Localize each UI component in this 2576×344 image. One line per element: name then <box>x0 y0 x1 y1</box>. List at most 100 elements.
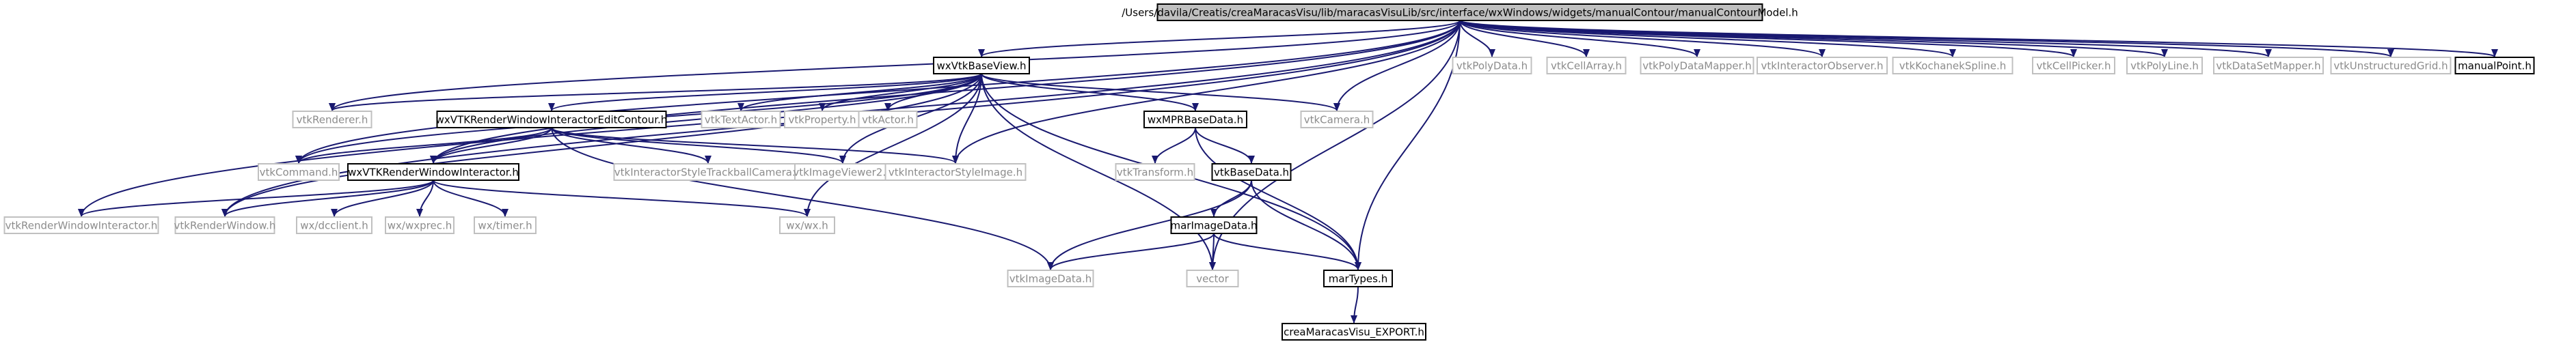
node-label-vtkCellPicker: vtkCellPicker.h <box>2036 60 2111 72</box>
node-label-vtkProperty: vtkProperty.h <box>788 114 856 126</box>
node-label-wxtimer: wx/timer.h <box>478 220 532 232</box>
node-vtkBaseData[interactable]: vtkBaseData.h <box>1211 163 1292 181</box>
node-box-marTypes <box>1323 270 1393 287</box>
node-vtkPolyData: vtkPolyData.h <box>1452 57 1532 74</box>
node-vtkTransform: vtkTransform.h <box>1115 163 1195 181</box>
node-box-manualPoint <box>2454 57 2535 74</box>
node-vtkCellArray: vtkCellArray.h <box>1546 57 1627 74</box>
node-label-vtkKochanekSpline: vtkKochanekSpline.h <box>1899 60 2006 72</box>
node-label-root: /Users/davila/Creatis/creaMaracasVisu/li… <box>1122 7 1798 19</box>
node-box-wxdcclient <box>296 216 372 234</box>
edge-wxVTKRWI-to-vtkRenderWindowInteractor <box>78 180 434 217</box>
node-vtkImageViewer2: vtkImageViewer2.h <box>793 163 893 181</box>
node-box-vtkKochanekSpline <box>1892 57 2014 74</box>
edge-wxVtkBaseView-to-vector <box>981 73 1216 270</box>
node-box-wxtimer <box>474 216 537 234</box>
node-label-vtkTransform: vtkTransform.h <box>1117 167 1193 179</box>
node-box-vtkInteractorStyleImage <box>884 163 1027 181</box>
node-label-vtkUnstructuredGrid: vtkUnstructuredGrid.h <box>2333 60 2448 72</box>
node-wxVtkBaseView[interactable]: wxVtkBaseView.h <box>933 57 1030 74</box>
node-label-vtkRenderWindowInteractor: vtkRenderWindowInteractor.h <box>5 220 158 232</box>
node-creaExport[interactable]: creaMaracasVisu_EXPORT.h <box>1282 323 1426 341</box>
node-label-vtkImageViewer2: vtkImageViewer2.h <box>793 167 892 179</box>
node-vtkTextActor: vtkTextActor.h <box>701 111 781 128</box>
node-vtkPolyLine: vtkPolyLine.h <box>2126 57 2203 74</box>
node-vtkRenderer: vtkRenderer.h <box>292 111 372 128</box>
node-box-root <box>1156 3 1763 21</box>
node-box-wxVTKRWIEditContour <box>436 111 667 128</box>
node-label-vtkPolyDataMapper: vtkPolyDataMapper.h <box>1642 60 1751 72</box>
node-label-vtkCommand: vtkCommand.h <box>260 167 338 179</box>
node-marImageData[interactable]: marImageData.h <box>1170 216 1258 234</box>
node-box-vtkRenderWindow <box>174 216 275 234</box>
node-box-marImageData <box>1170 216 1258 234</box>
edge-wxVTKRWI-to-wxdcclient <box>331 180 434 217</box>
edge-wxVTKRWI-to-wxwxprec <box>416 180 434 217</box>
node-box-vtkCellPicker <box>2032 57 2115 74</box>
node-label-marImageData: marImageData.h <box>1170 220 1257 232</box>
node-label-vtkPolyData: vtkPolyData.h <box>1456 60 1528 72</box>
node-vtkInteractorStyleImage: vtkInteractorStyleImage.h <box>884 163 1027 181</box>
node-label-manualPoint: manualPoint.h <box>2458 60 2532 72</box>
node-vtkRenderWindowInteractor: vtkRenderWindowInteractor.h <box>3 216 159 234</box>
edge-wxVTKRWIEditContour-to-vtkCommand <box>295 127 552 164</box>
edge-wxVTKRWI-to-wxtimer <box>433 180 509 217</box>
edge-root-to-vtkCamera <box>1333 20 1461 111</box>
node-box-wxVtkBaseView <box>933 57 1030 74</box>
edge-root-to-manualPoint <box>1459 20 2498 57</box>
node-box-wxwxprec <box>385 216 455 234</box>
node-box-vtkTextActor <box>701 111 781 128</box>
edge-root-to-vtkInteractorObserver <box>1459 20 1826 57</box>
edge-wxVTKRWI-to-wxwx <box>433 180 811 217</box>
edge-wxVTKRWIEditContour-to-vtkInteractorStyleTrackballCamera <box>551 127 711 164</box>
edge-vtkBaseData-to-marTypes <box>1251 180 1361 270</box>
edge-wxVtkBaseView-to-vtkProperty <box>819 73 982 111</box>
edge-root-to-vtkRenderer <box>329 20 1461 111</box>
edge-marImageData-to-vector <box>1209 233 1217 270</box>
node-wxwxprec: wx/wxprec.h <box>385 216 455 234</box>
edge-wxVtkBaseView-to-vtkInteractorStyleImage <box>952 73 982 164</box>
node-vtkCommand: vtkCommand.h <box>258 163 340 181</box>
node-box-vtkCommand <box>258 163 340 181</box>
edge-marImageData-to-marTypes <box>1213 233 1361 270</box>
edge-wxVTKRWIEditContour-to-vtkImageData <box>551 127 1054 270</box>
node-label-vtkRenderWindow: vtkRenderWindow.h <box>174 220 276 232</box>
node-wxtimer: wx/timer.h <box>474 216 537 234</box>
node-label-wxVtkBaseView: wxVtkBaseView.h <box>937 60 1027 72</box>
node-box-vector <box>1186 270 1239 287</box>
node-box-vtkProperty <box>784 111 860 128</box>
node-wxMPRBaseData[interactable]: wxMPRBaseData.h <box>1143 111 1247 128</box>
node-label-wxwxprec: wx/wxprec.h <box>388 220 452 232</box>
node-manualPoint[interactable]: manualPoint.h <box>2454 57 2535 74</box>
node-box-creaExport <box>1282 323 1426 341</box>
node-label-vtkPolyLine: vtkPolyLine.h <box>2130 60 2199 72</box>
node-label-marTypes: marTypes.h <box>1329 273 1388 285</box>
node-label-vtkCellArray: vtkCellArray.h <box>1551 60 1622 72</box>
node-vtkActor: vtkActor.h <box>858 111 918 128</box>
edge-marTypes-to-creaExport <box>1351 286 1359 324</box>
node-marTypes[interactable]: marTypes.h <box>1323 270 1393 287</box>
node-wxwx: wx/wx.h <box>779 216 835 234</box>
node-vtkImageData: vtkImageData.h <box>1007 270 1094 287</box>
node-label-vtkActor: vtkActor.h <box>862 114 914 126</box>
node-label-vtkCamera: vtkCamera.h <box>1304 114 1370 126</box>
edge-wxMPRBaseData-to-vtkTransform <box>1152 127 1196 164</box>
edge-root-to-vtkPolyData <box>1459 20 1495 57</box>
node-label-vtkImageData: vtkImageData.h <box>1009 273 1092 285</box>
node-box-vtkPolyLine <box>2126 57 2203 74</box>
node-root[interactable]: /Users/davila/Creatis/creaMaracasVisu/li… <box>1122 3 1798 21</box>
node-vtkCamera: vtkCamera.h <box>1300 111 1374 128</box>
node-box-vtkImageData <box>1007 270 1094 287</box>
node-wxVTKRWIEditContour[interactable]: wxVTKRenderWindowInteractorEditContour.h <box>436 111 668 128</box>
node-box-vtkRenderWindowInteractor <box>3 216 159 234</box>
nodes-layer: /Users/davila/Creatis/creaMaracasVisu/li… <box>3 3 2535 341</box>
node-label-vtkDataSetMapper: vtkDataSetMapper.h <box>2216 60 2320 72</box>
node-vtkCellPicker: vtkCellPicker.h <box>2032 57 2115 74</box>
node-vector: vector <box>1186 270 1239 287</box>
edge-wxMPRBaseData-to-marTypes <box>1195 127 1361 270</box>
edge-wxVTKRWIEditContour-to-vtkImageViewer2 <box>551 127 846 164</box>
node-box-vtkDataSetMapper <box>2213 57 2324 74</box>
node-wxVTKRWI[interactable]: wxVTKRenderWindowInteractor.h <box>347 163 519 181</box>
node-box-vtkInteractorObserver <box>1757 57 1888 74</box>
